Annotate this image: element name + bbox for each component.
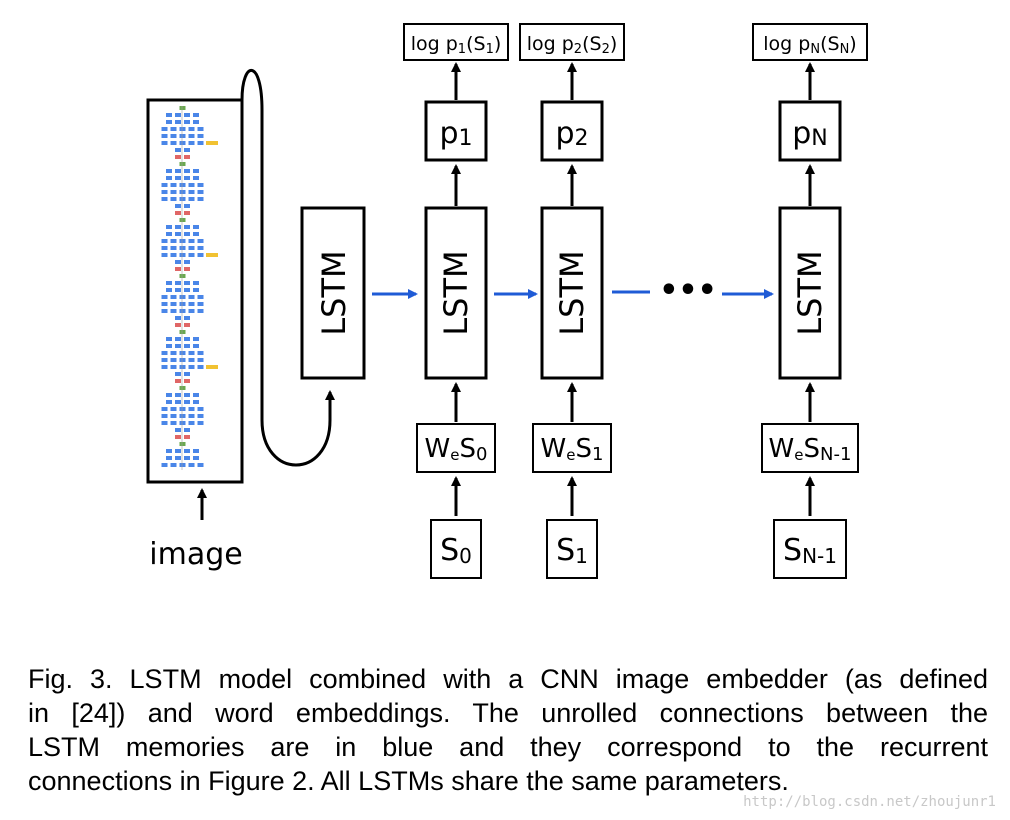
lstm-box: LSTM (778, 206, 842, 380)
log-prob-label: log pN(SN) (763, 33, 856, 57)
lstm-label: LSTM (553, 250, 591, 335)
prob-box: p1 (424, 100, 488, 162)
word-embedding-box: WeS1 (532, 423, 612, 473)
prob-label: p2 (555, 116, 588, 151)
figure-caption: Fig. 3. LSTM model combined with a CNN i… (28, 662, 988, 798)
watermark: http://blog.csdn.net/zhoujunr1 (743, 794, 996, 810)
caption-line-3: LSTM memories are in blue and they corre… (28, 732, 988, 762)
log-prob-box: log pN(SN) (752, 23, 868, 61)
ellipsis: ••• (659, 273, 717, 308)
cnn-image-block (146, 98, 244, 484)
input-word-label: S1 (556, 533, 588, 568)
prob-label: pN (792, 116, 828, 151)
log-prob-box: log p2(S2) (519, 23, 625, 61)
prob-box: p2 (540, 100, 604, 162)
word-embedding-box: WeS0 (416, 423, 496, 473)
input-word-box: S1 (546, 519, 598, 579)
word-embedding-label: WeSN-1 (769, 434, 852, 465)
cnn-network-thumbnail (161, 106, 218, 470)
caption-line-4: connections in Figure 2. All LSTMs share… (28, 766, 789, 796)
lstm-label: LSTM (791, 250, 829, 335)
word-embedding-label: WeS1 (541, 434, 604, 465)
step-column-n: log pN(SN) pN LSTM WeSN-1SN-1 (752, 23, 868, 579)
prob-box: pN (778, 100, 842, 162)
cnn-to-lstm-connector (240, 69, 335, 467)
input-word-label: SN-1 (783, 533, 837, 568)
cnn-lstm-label: LSTM (315, 250, 353, 335)
log-prob-label: log p1(S1) (411, 33, 502, 57)
lstm-box: LSTM (540, 206, 604, 380)
log-prob-label: log p2(S2) (527, 33, 618, 57)
input-word-box: S0 (430, 519, 482, 579)
log-prob-box: log p1(S1) (403, 23, 509, 61)
prob-label: p1 (439, 116, 472, 151)
caption-line-2: in [24]) and word embeddings. The unroll… (28, 698, 988, 728)
lstm-box: LSTM (424, 206, 488, 380)
lstm-label: LSTM (437, 250, 475, 335)
input-word-label: S0 (440, 533, 472, 568)
cnn-lstm-block: LSTM (300, 206, 366, 380)
input-word-box: SN-1 (773, 519, 847, 579)
caption-line-1: Fig. 3. LSTM model combined with a CNN i… (28, 664, 988, 694)
word-embedding-label: WeS0 (425, 434, 488, 465)
word-embedding-box: WeSN-1 (761, 423, 859, 473)
image-label: image (149, 537, 242, 572)
